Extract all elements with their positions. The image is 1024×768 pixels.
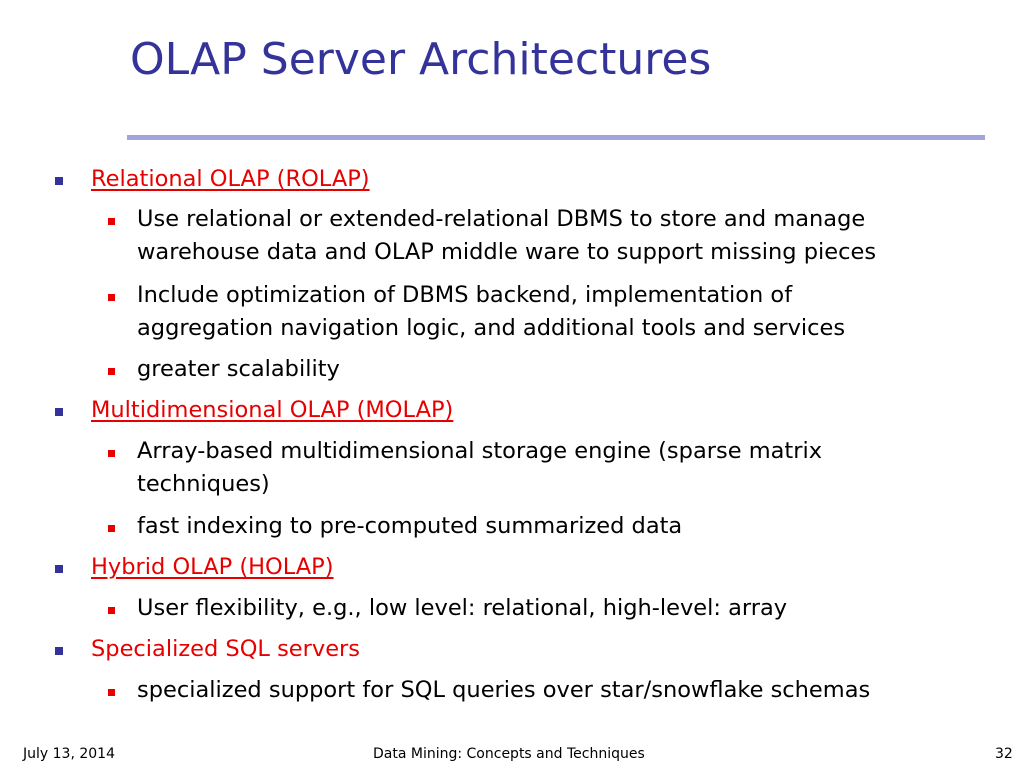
bullet-sql-servers: Specialized SQL servers — [55, 633, 361, 666]
bullet-molap: Multidimensional OLAP (MOLAP) — [55, 394, 454, 427]
heading-sql-servers: Specialized SQL servers — [91, 636, 361, 662]
footer-date: July 13, 2014 — [23, 746, 115, 762]
slide-title: OLAP Server Architectures — [130, 34, 712, 85]
sub-bullet-rolap-2-cont: aggregation navigation logic, and additi… — [137, 312, 845, 345]
bullet-text: Array-based multidimensional storage eng… — [137, 438, 823, 464]
slide-body: Relational OLAP (ROLAP) Use relational o… — [55, 163, 876, 707]
sub-bullet-holap-1: User flexibility, e.g., low level: relat… — [108, 592, 788, 625]
square-bullet-icon — [55, 177, 63, 185]
sub-bullet-molap-1: Array-based multidimensional storage eng… — [108, 435, 823, 468]
square-bullet-icon — [108, 294, 115, 301]
title-divider — [127, 135, 985, 140]
bullet-text: Include optimization of DBMS backend, im… — [137, 282, 793, 308]
square-bullet-icon — [108, 607, 115, 614]
sub-bullet-molap-2: fast indexing to pre-computed summarized… — [108, 510, 683, 543]
bullet-rolap: Relational OLAP (ROLAP) — [55, 163, 370, 196]
square-bullet-icon — [108, 450, 115, 457]
sub-bullet-sql-1: specialized support for SQL queries over… — [108, 674, 871, 707]
sub-bullet-rolap-3: greater scalability — [108, 353, 340, 386]
bullet-text: techniques) — [137, 471, 270, 497]
square-bullet-icon — [108, 525, 115, 532]
link-holap[interactable]: Hybrid OLAP (HOLAP) — [91, 554, 334, 580]
link-molap[interactable]: Multidimensional OLAP (MOLAP) — [91, 397, 454, 423]
square-bullet-icon — [108, 368, 115, 375]
link-rolap[interactable]: Relational OLAP (ROLAP) — [91, 166, 370, 192]
sub-bullet-rolap-1-cont: warehouse data and OLAP middle ware to s… — [137, 236, 876, 269]
bullet-text: warehouse data and OLAP middle ware to s… — [137, 239, 877, 265]
square-bullet-icon — [108, 689, 115, 696]
bullet-text: User flexibility, e.g., low level: relat… — [137, 595, 788, 621]
square-bullet-icon — [108, 218, 115, 225]
square-bullet-icon — [55, 565, 63, 573]
bullet-text: fast indexing to pre-computed summarized… — [137, 513, 683, 539]
bullet-text: specialized support for SQL queries over… — [137, 677, 871, 703]
bullet-holap: Hybrid OLAP (HOLAP) — [55, 551, 334, 584]
sub-bullet-molap-1-cont: techniques) — [137, 468, 270, 501]
bullet-text: Use relational or extended-relational DB… — [137, 206, 866, 232]
sub-bullet-rolap-1: Use relational or extended-relational DB… — [108, 203, 866, 236]
page-number: 32 — [995, 746, 1013, 762]
square-bullet-icon — [55, 647, 63, 655]
footer-title: Data Mining: Concepts and Techniques — [373, 746, 645, 762]
sub-bullet-rolap-2: Include optimization of DBMS backend, im… — [108, 279, 793, 312]
bullet-text: greater scalability — [137, 356, 340, 382]
square-bullet-icon — [55, 408, 63, 416]
bullet-text: aggregation navigation logic, and additi… — [137, 315, 846, 341]
